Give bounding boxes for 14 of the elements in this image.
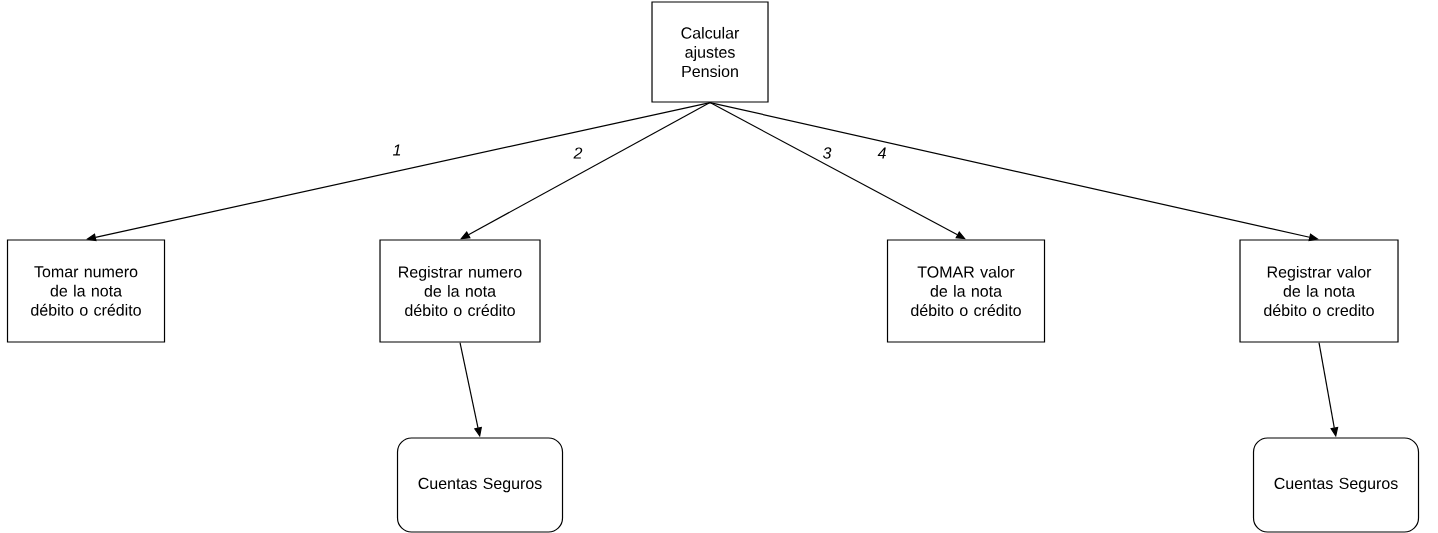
- process-box: Tomar numero de la nota débito o crédito: [6, 239, 166, 343]
- process-box: Calcular ajustes Pension: [651, 1, 769, 103]
- edge-label: 3: [820, 145, 834, 161]
- data-store: Cuentas Seguros: [396, 437, 564, 533]
- edge-label: 2: [571, 145, 585, 161]
- edge-label: 1: [390, 142, 404, 158]
- arrow: [709, 102, 966, 240]
- process-box: Registrar valor de la nota débito o credito: [1239, 239, 1399, 343]
- process-box: TOMAR valor de la nota débito o crédito: [886, 239, 1046, 343]
- arrow: [709, 102, 1319, 242]
- data-store: Cuentas Seguros: [1252, 437, 1420, 533]
- edge-label: 4: [875, 145, 889, 161]
- process-box: Registrar numero de la nota débito o crédito: [379, 239, 541, 343]
- arrow: [460, 102, 711, 240]
